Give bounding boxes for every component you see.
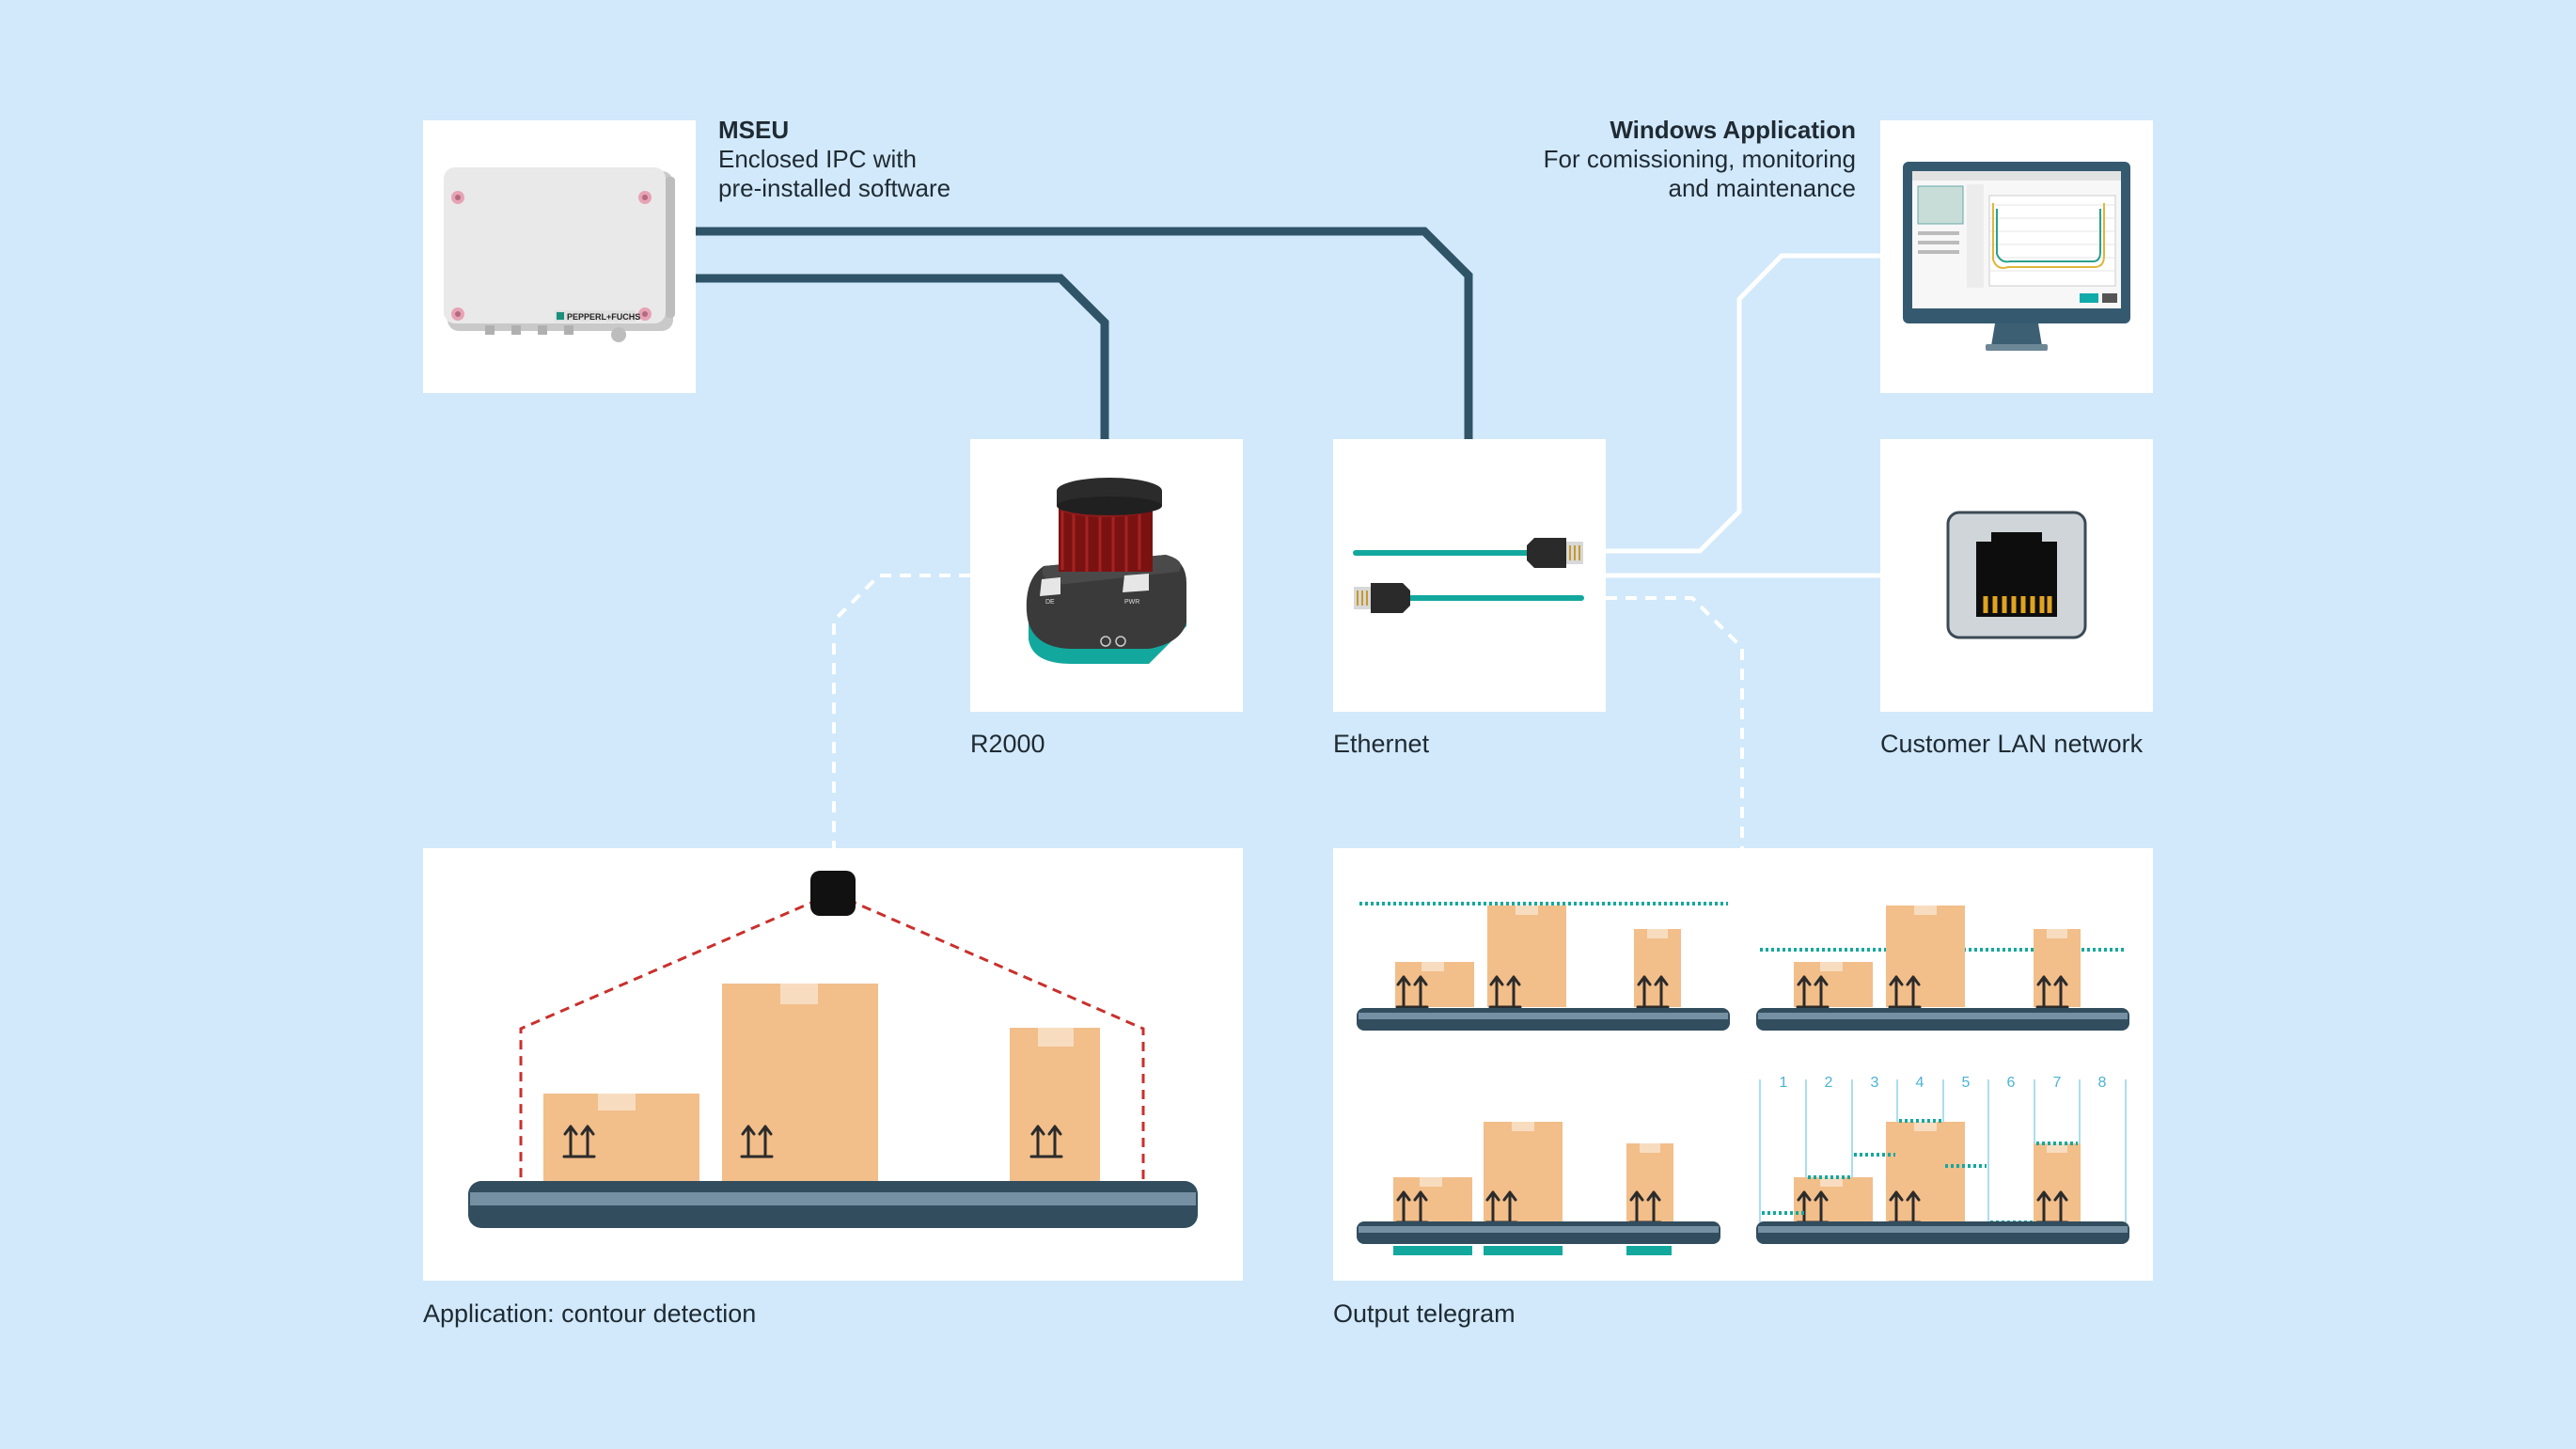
- segment-label-5: 5: [1962, 1075, 1971, 1091]
- brand-label: PEPPERL+FUCHS: [567, 312, 640, 322]
- ethernet-label: Ethernet: [1333, 730, 1430, 758]
- scan-line-right: [832, 891, 1145, 1185]
- link-r2000-application: [832, 574, 970, 848]
- rj45-port-icon: [1946, 511, 2087, 639]
- mseu-desc-line1: Enclosed IPC with: [718, 145, 917, 173]
- contour-detection-scene: [468, 871, 1198, 1228]
- output-telegram-label: Output telegram: [1333, 1299, 1516, 1328]
- monitor-icon: [1903, 162, 2130, 351]
- sensor-label-pwr: PWR: [1124, 599, 1139, 606]
- application-label: Application: contour detection: [423, 1299, 757, 1328]
- windows-app-title: Windows Application: [1610, 116, 1856, 144]
- segment-label-7: 7: [2053, 1075, 2062, 1091]
- mseu-desc-line2: pre-installed software: [718, 174, 951, 202]
- network-connections: [696, 227, 1880, 848]
- box-medium: [1010, 1028, 1100, 1183]
- scan-line-left: [519, 891, 834, 1185]
- segment-label-8: 8: [2098, 1075, 2107, 1091]
- output-scene-1: [1357, 902, 1730, 1031]
- output-scene-4-segments: 1 2 3 4 5 6 7 8: [1756, 1075, 2129, 1244]
- lan-label: Customer LAN network: [1880, 730, 2144, 758]
- laser-scanner-icon: DE PWR: [1026, 478, 1186, 664]
- link-ethernet-windows: [1606, 253, 1880, 554]
- controller-box-icon: PEPPERL+FUCHS: [444, 167, 675, 342]
- sensor-label-de: DE: [1045, 599, 1055, 606]
- output-scene-3: [1357, 1122, 1720, 1255]
- windows-app-desc-line2: and maintenance: [1668, 174, 1856, 202]
- segment-label-2: 2: [1825, 1075, 1833, 1091]
- cable-mseu-ethernet: [696, 227, 1473, 439]
- segment-label-4: 4: [1916, 1075, 1924, 1091]
- output-scene-2: [1756, 906, 2129, 1031]
- segment-label-1: 1: [1780, 1075, 1788, 1091]
- segment-label-3: 3: [1871, 1075, 1879, 1091]
- ethernet-cable-icon: [1353, 538, 1584, 613]
- scanner-head: [810, 871, 856, 916]
- r2000-label: R2000: [970, 730, 1045, 758]
- mseu-title: MSEU: [718, 116, 790, 144]
- segment-label-6: 6: [2007, 1075, 2016, 1091]
- windows-app-desc-line1: For comissioning, monitoring: [1543, 145, 1856, 173]
- cable-mseu-r2000: [696, 274, 1109, 439]
- link-ethernet-output: [1606, 596, 1744, 848]
- box-tall: [722, 984, 878, 1183]
- ethernet-panel: [1333, 439, 1606, 712]
